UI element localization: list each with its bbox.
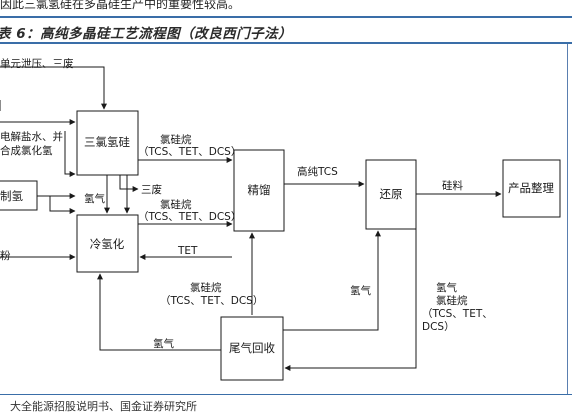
- box-hydrogen-production: 制氢: [0, 180, 38, 211]
- label-high-purity-tcs: 高纯TCS: [297, 165, 338, 178]
- arrow-tail-hydrogen-to-reduction: [283, 230, 381, 331]
- source-note: 大全能源招股说明书、国金证券研究所: [10, 400, 197, 413]
- box-cold-hydrogenation: 冷氢化: [76, 214, 139, 273]
- label-hydrogen-b: 氢气: [350, 284, 371, 297]
- label-tet: TET: [177, 245, 198, 257]
- label-input-line1: 电解盐水、并: [0, 130, 63, 143]
- box-label: 制氢: [0, 189, 23, 203]
- box-product-finishing: 产品整理: [502, 159, 561, 218]
- label-chlorosilane-4-detail-1: （TCS、TET、: [422, 308, 493, 320]
- label-hydrogen-d: 氢气: [436, 281, 457, 294]
- label-chlorosilane-4: 氯硅烷: [436, 294, 468, 307]
- label-top-input: 单元泄压、三废: [0, 57, 74, 70]
- label-chlorosilane-2: 氯硅烷: [160, 198, 192, 211]
- label-hydrogen-c: 氢气: [153, 337, 174, 350]
- label-chlorosilane-3: 氯硅烷: [190, 281, 222, 294]
- box-tail-gas-recovery: 尾气回收: [220, 316, 284, 381]
- arrow-top-input: [0, 66, 107, 110]
- arrow-reduction-to-tail: [284, 222, 417, 371]
- label-waste: 三废: [141, 183, 162, 196]
- label-chlorosilane-2-detail: （TCS、TET、DCS）: [138, 211, 241, 223]
- box-label: 三氯氢硅: [84, 135, 130, 149]
- arrow-hydrogen-to-cold: [49, 196, 76, 214]
- label-chlorosilane-3-detail: （TCS、TET、DCS）: [160, 295, 263, 307]
- box-reduction: 还原: [365, 159, 417, 230]
- arrow-waste: [119, 175, 139, 192]
- arrow-hcl-input: [64, 131, 76, 177]
- box-tcs-synthesis: 三氯氢硅: [76, 110, 139, 176]
- label-chlorosilane-4-detail-2: DCS）: [422, 321, 455, 333]
- label-chlorosilane-1-detail: （TCS、TET、DCS）: [138, 146, 241, 158]
- arrow-tail-to-cold: [97, 273, 221, 351]
- figure-title: 表 6：高纯多晶硅工艺流程图（改良西门子法）: [0, 26, 293, 42]
- label-input-line2: 合成氯化氢: [0, 144, 53, 157]
- label-silicon-material: 硅料: [442, 179, 463, 192]
- label-chlorosilane-1: 氯硅烷: [160, 133, 192, 146]
- box-label: 尾气回收: [229, 341, 275, 355]
- label-hydrogen-a: 氢气: [84, 192, 105, 205]
- box-distillation: 精馏: [233, 149, 285, 232]
- connectors: [0, 66, 502, 371]
- title-bar: 表 6：高纯多晶硅工艺流程图（改良西门子法）: [0, 16, 572, 44]
- box-label: 产品整理: [508, 181, 554, 195]
- footer: 大全能源招股说明书、国金证券研究所: [0, 394, 572, 418]
- top-text: 因此三氯氢硅在多晶硅生产中的重要性较高。: [0, 0, 241, 11]
- box-label: 还原: [380, 187, 403, 201]
- label-powder: 粉: [0, 249, 11, 262]
- right-border: [567, 44, 568, 394]
- box-label: 冷氢化: [90, 237, 125, 251]
- box-label: 精馏: [248, 183, 271, 197]
